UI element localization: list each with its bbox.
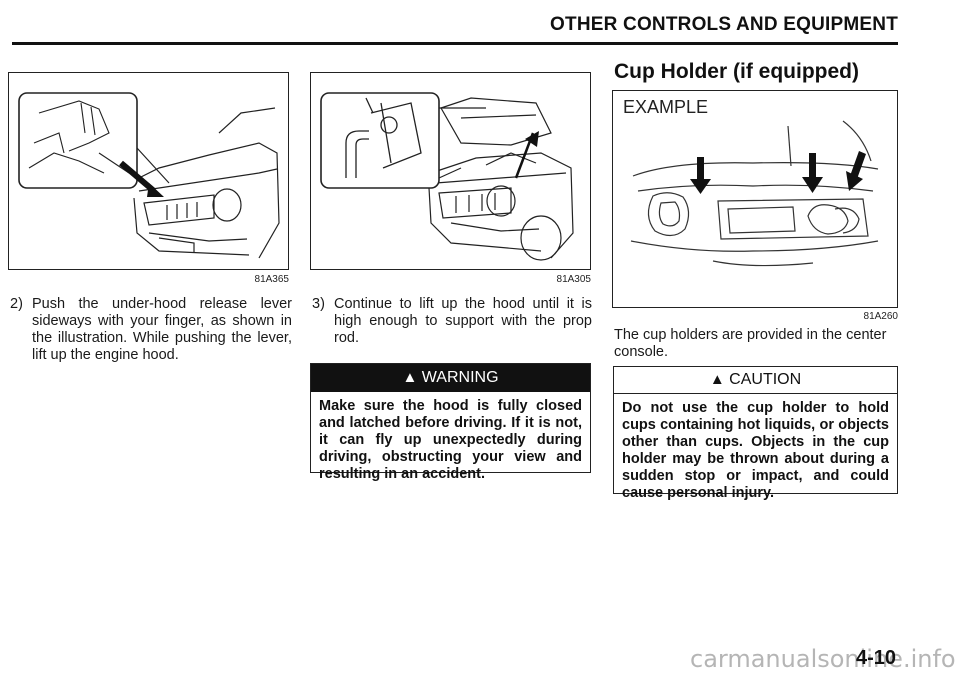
figure-example-label: EXAMPLE (623, 97, 709, 117)
warning-triangle-icon: ▲ (402, 369, 418, 386)
hood-release-illustration (18, 92, 280, 259)
figure-code-81a260: 81A260 (863, 311, 898, 322)
figure-hood-prop-rod (310, 72, 591, 270)
warning-box: ▲ WARNING Make sure the hood is fully cl… (310, 363, 591, 482)
caution-title: CAUTION (729, 371, 802, 388)
figure-cup-holder: EXAMPLE (612, 90, 898, 308)
caution-box: ▲ CAUTION Do not use the cup holder to h… (613, 366, 898, 501)
figure-code-81a365: 81A365 (254, 274, 289, 285)
step-2-text: Push the under-hood release lever sidewa… (32, 296, 292, 363)
step-2-number: 2) (10, 296, 23, 312)
page-header-title: OTHER CONTROLS AND EQUIPMENT (550, 14, 898, 35)
caution-header: ▲ CAUTION (614, 367, 897, 394)
step-3-number: 3) (312, 296, 325, 312)
page-number: 4-10 (856, 647, 897, 669)
warning-header: ▲ WARNING (311, 364, 590, 392)
warning-text: Make sure the hood is fully closed and l… (319, 398, 582, 482)
step-2: 2) Push the under-hood release lever sid… (10, 296, 292, 364)
caution-triangle-icon: ▲ (709, 371, 725, 388)
hood-prop-rod-illustration (320, 92, 574, 261)
figure-code-81a305: 81A305 (556, 274, 591, 285)
cup-holder-illustration (630, 120, 879, 267)
cup-holder-description: The cup holders are provided in the cent… (614, 327, 887, 360)
header-rule (12, 42, 898, 45)
step-3-text: Continue to lift up the hood until it is… (334, 296, 592, 346)
step-3: 3) Continue to lift up the hood until it… (312, 296, 592, 347)
section-title: Cup Holder (if equipped) (614, 60, 859, 83)
caution-text: Do not use the cup holder to hold cups c… (622, 400, 889, 501)
watermark-text: carmanualsonline.info (690, 645, 956, 673)
warning-title: WARNING (421, 369, 499, 386)
figure-hood-release (8, 72, 289, 270)
